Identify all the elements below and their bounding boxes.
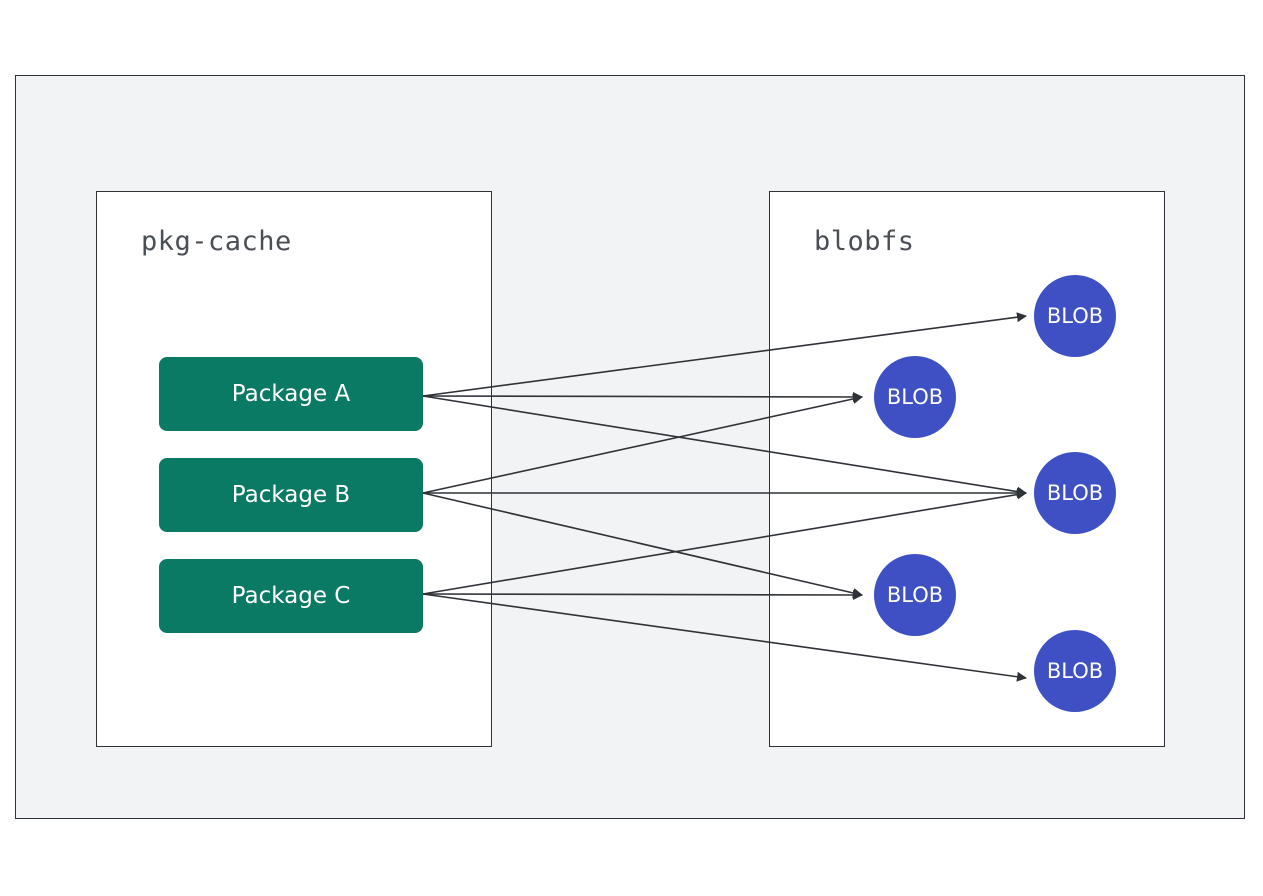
blobfs-title: blobfs: [814, 226, 915, 257]
blob-2[interactable]: BLOB: [874, 356, 956, 438]
blob-1[interactable]: BLOB: [1034, 275, 1116, 357]
pkg-cache-title: pkg-cache: [141, 226, 292, 257]
blob-5[interactable]: BLOB: [1034, 630, 1116, 712]
blob-4[interactable]: BLOB: [874, 554, 956, 636]
package-a[interactable]: Package A: [159, 357, 423, 431]
package-c[interactable]: Package C: [159, 559, 423, 633]
blob-3[interactable]: BLOB: [1034, 452, 1116, 534]
package-b[interactable]: Package B: [159, 458, 423, 532]
